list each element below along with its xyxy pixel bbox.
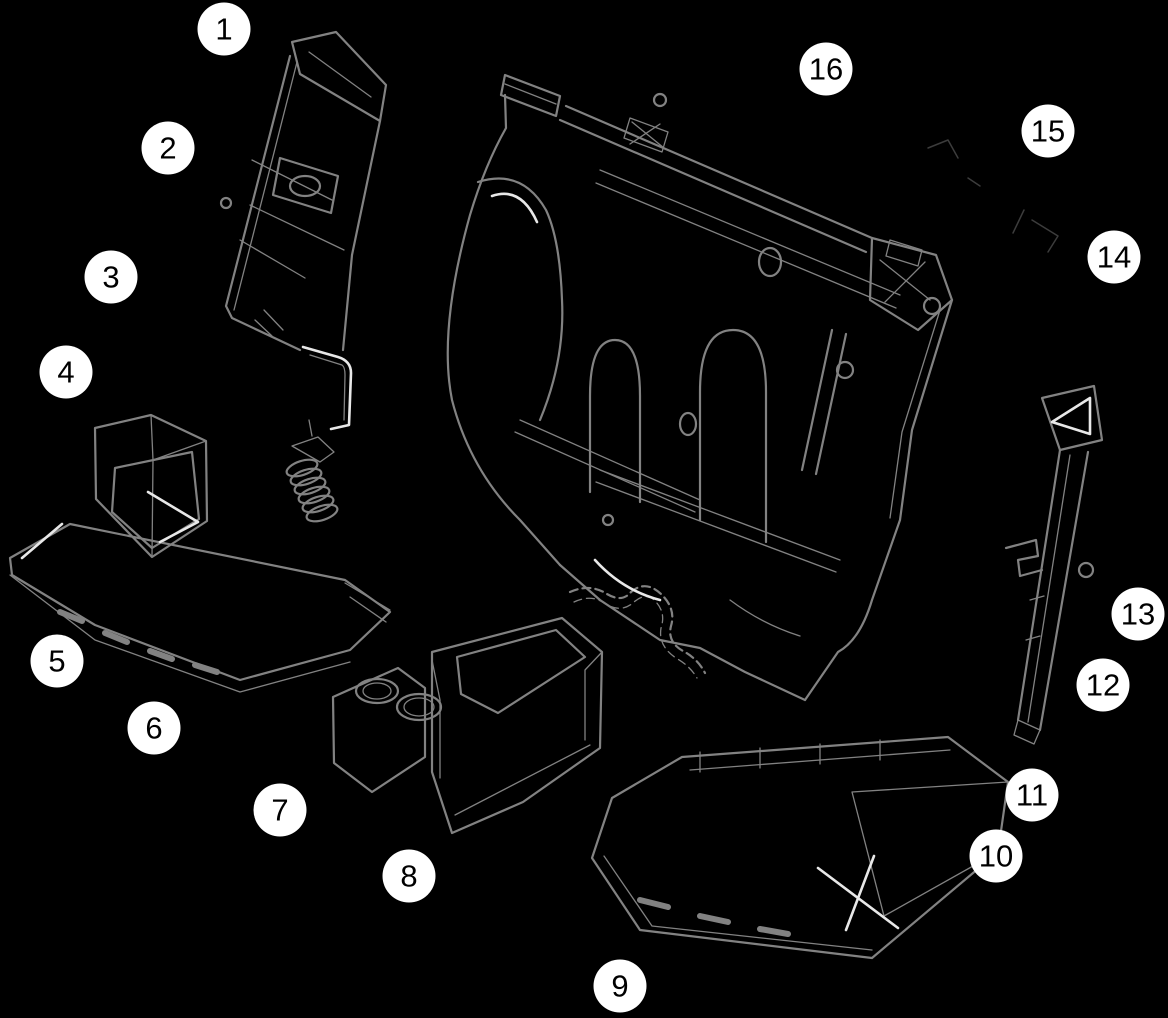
callout-7[interactable]: 7 <box>253 783 307 837</box>
callout-14[interactable]: 14 <box>1087 230 1141 284</box>
part-rear-bulkhead-panel <box>446 73 954 702</box>
callout-15[interactable]: 15 <box>1021 104 1075 158</box>
callout-10[interactable]: 10 <box>969 829 1023 883</box>
part-rear-floor-mat <box>590 735 1010 960</box>
callout-4[interactable]: 4 <box>39 345 93 399</box>
part-faint-outlines <box>927 139 1059 253</box>
callout-11[interactable]: 11 <box>1005 768 1059 822</box>
part-center-console <box>331 616 604 835</box>
part-left-floor-tray <box>8 413 392 693</box>
callout-6[interactable]: 6 <box>127 701 181 755</box>
callout-13[interactable]: 13 <box>1111 587 1165 641</box>
callout-12[interactable]: 12 <box>1076 658 1130 712</box>
part-coil-spring <box>285 419 339 523</box>
callout-16[interactable]: 16 <box>799 42 853 96</box>
part-left-pillar-trim <box>219 30 388 431</box>
callout-3[interactable]: 3 <box>84 250 138 304</box>
callout-1[interactable]: 1 <box>197 2 251 56</box>
callout-5[interactable]: 5 <box>30 634 84 688</box>
callout-2[interactable]: 2 <box>141 121 195 175</box>
callout-8[interactable]: 8 <box>382 849 436 903</box>
callout-9[interactable]: 9 <box>593 959 647 1013</box>
part-right-pillar-trim <box>1004 384 1104 745</box>
